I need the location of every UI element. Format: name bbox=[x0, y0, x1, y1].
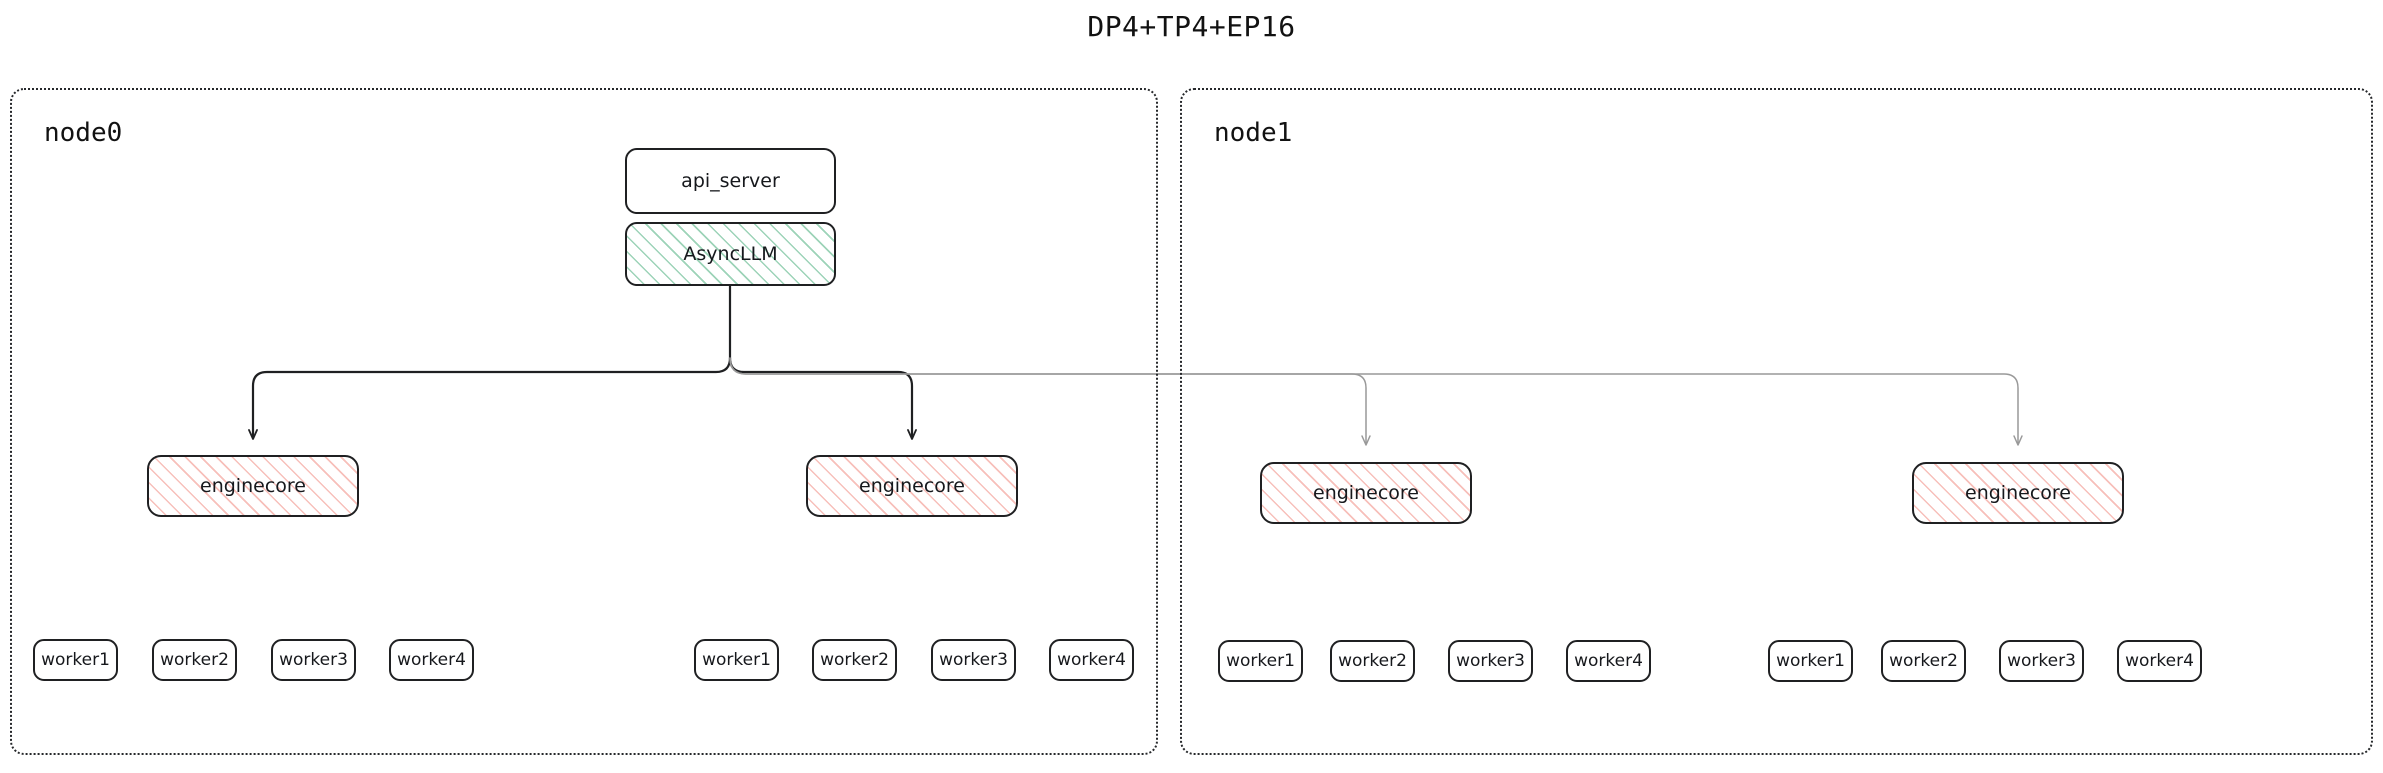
worker-node0-0-3[interactable]: worker3 bbox=[271, 639, 356, 681]
worker-node0-0-1[interactable]: worker1 bbox=[33, 639, 118, 681]
subgraph-node1: node1 bbox=[1180, 88, 2373, 755]
worker-node0-0-2[interactable]: worker2 bbox=[152, 639, 237, 681]
worker-node0-1-3[interactable]: worker3 bbox=[931, 639, 1016, 681]
subgraph-node1-label: node1 bbox=[1214, 118, 1293, 148]
api-server-node[interactable]: api_server bbox=[625, 148, 836, 214]
worker-node0-0-4[interactable]: worker4 bbox=[389, 639, 474, 681]
worker-node0-1-1[interactable]: worker1 bbox=[694, 639, 779, 681]
worker-node0-1-4[interactable]: worker4 bbox=[1049, 639, 1134, 681]
enginecore-node0-1[interactable]: enginecore bbox=[806, 455, 1018, 517]
enginecore-node1-0[interactable]: enginecore bbox=[1260, 462, 1472, 524]
enginecore-node0-0[interactable]: enginecore bbox=[147, 455, 359, 517]
worker-node1-1-1[interactable]: worker1 bbox=[1768, 640, 1853, 682]
worker-node1-0-4[interactable]: worker4 bbox=[1566, 640, 1651, 682]
worker-node1-1-3[interactable]: worker3 bbox=[1999, 640, 2084, 682]
enginecore-node1-1[interactable]: enginecore bbox=[1912, 462, 2124, 524]
worker-node1-1-2[interactable]: worker2 bbox=[1881, 640, 1966, 682]
worker-node1-0-1[interactable]: worker1 bbox=[1218, 640, 1303, 682]
subgraph-node0-label: node0 bbox=[44, 118, 123, 148]
worker-node1-0-2[interactable]: worker2 bbox=[1330, 640, 1415, 682]
worker-node1-1-4[interactable]: worker4 bbox=[2117, 640, 2202, 682]
subgraph-node0: node0 bbox=[10, 88, 1158, 755]
async-llm-node[interactable]: AsyncLLM bbox=[625, 222, 836, 286]
worker-node1-0-3[interactable]: worker3 bbox=[1448, 640, 1533, 682]
worker-node0-1-2[interactable]: worker2 bbox=[812, 639, 897, 681]
diagram-title: DP4+TP4+EP16 bbox=[1087, 10, 1296, 43]
